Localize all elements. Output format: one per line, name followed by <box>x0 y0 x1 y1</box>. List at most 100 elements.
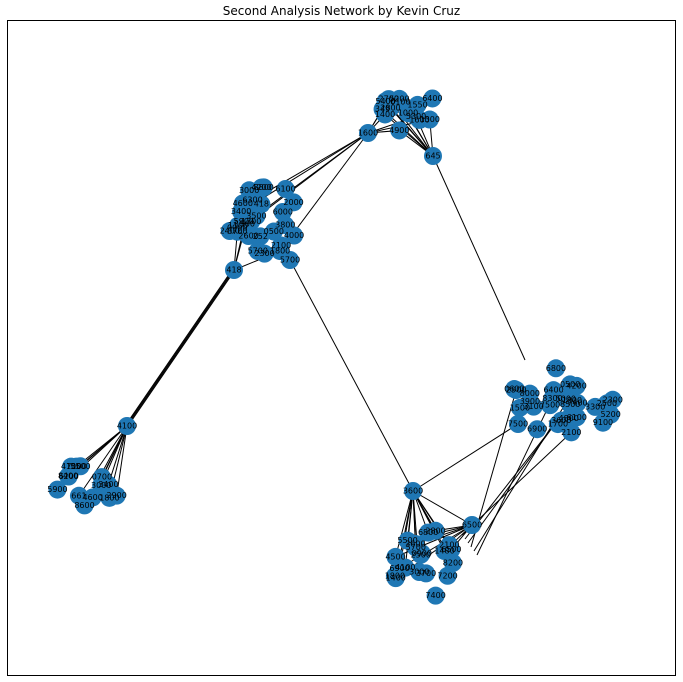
node-hub-1600 <box>359 124 377 142</box>
node-label: 2800 <box>380 104 400 113</box>
edge-4100-cluster-c <box>78 425 128 497</box>
node-label: 3400 <box>98 480 118 489</box>
node-label: 3000 <box>91 481 111 490</box>
node-cluster-e <box>438 566 457 585</box>
node-label: 7400 <box>425 591 445 600</box>
node-label: 4500 <box>385 552 405 561</box>
node-cluster-d <box>561 375 580 394</box>
node-label: 6400 <box>543 386 563 395</box>
node-label: 6800 <box>418 528 438 537</box>
edge-cluster-e-cluster-d <box>461 431 572 536</box>
node-cluster-b <box>248 242 267 261</box>
node-label: 1800 <box>385 572 405 581</box>
node-label: 5700 <box>406 543 426 552</box>
node-hub-3600 <box>404 482 422 500</box>
node-label: 3600 <box>551 416 571 425</box>
node-label: 2100 <box>271 241 291 250</box>
node-label: 6100 <box>275 184 295 193</box>
node-label: 7400 <box>567 398 587 407</box>
node-cluster-b <box>252 178 271 197</box>
node-cluster-d <box>505 380 524 399</box>
node-label: 6300 <box>242 196 262 205</box>
node-label: 4600 <box>233 199 253 208</box>
edge-3600-cluster-e <box>404 490 414 568</box>
node-cluster-a <box>408 95 427 114</box>
node-label: 2900 <box>106 491 126 500</box>
node-cluster-d <box>520 384 539 403</box>
node-label: 2900 <box>506 385 526 394</box>
node-cluster-d <box>541 396 560 415</box>
node-label: 3100 <box>523 402 543 411</box>
node-hub-6500 <box>463 516 481 534</box>
node-label-hub: 6500 <box>462 521 482 530</box>
node-label: 8200 <box>443 558 463 567</box>
node-layer: 3495300140013002700490001002800520054001… <box>47 89 623 605</box>
node-cluster-c <box>62 457 81 476</box>
node-label: 2600 <box>238 232 258 241</box>
node-label: 2100 <box>439 541 459 550</box>
node-cluster-a <box>376 92 395 111</box>
node-label: 3000 <box>409 568 429 577</box>
node-label: 2800 <box>425 526 445 535</box>
node-label: 3300 <box>585 402 605 411</box>
node-cluster-b <box>272 236 291 255</box>
node-label: 4100 <box>61 462 81 471</box>
node-label-hub: 3600 <box>403 487 423 496</box>
node-label: 7200 <box>437 571 457 580</box>
node-label: 5700 <box>248 247 268 256</box>
node-label: 8400 <box>58 472 78 481</box>
edge-layer <box>57 98 578 579</box>
node-label: 5400 <box>375 97 395 106</box>
chart-title: Second Analysis Network by Kevin Cruz <box>222 4 461 18</box>
edge-3600-cluster-e <box>412 490 450 546</box>
node-hub-645 <box>424 147 442 165</box>
edge-645-cluster-a <box>384 114 434 157</box>
node-label: 2500 <box>411 550 431 559</box>
edge-3600-6500 <box>412 490 473 526</box>
node-label: 3800 <box>275 221 295 230</box>
node-label-hub: 5700 <box>280 256 300 265</box>
node-label: 5500 <box>70 462 90 471</box>
node-label: 1300 <box>420 115 440 124</box>
node-label: 1800 <box>562 396 582 405</box>
node-cluster-b <box>276 179 295 198</box>
node-label: 2500 <box>597 399 617 408</box>
node-label-hub: 418 <box>226 266 241 275</box>
node-label: 1800 <box>270 247 290 256</box>
node-cluster-d <box>567 408 586 427</box>
node-label: 1500 <box>510 403 530 412</box>
node-label: 4800 <box>559 414 579 423</box>
node-cluster-d <box>568 393 587 412</box>
node-label: 3000 <box>239 186 259 195</box>
node-label: 1000 <box>398 109 418 118</box>
node-label: 6400 <box>422 94 442 103</box>
node-cluster-d <box>593 413 612 432</box>
edge-418-4100 <box>125 269 234 427</box>
node-label: 2100 <box>561 428 581 437</box>
node-label: 5900 <box>47 485 67 494</box>
node-label: 1100 <box>228 221 248 230</box>
node-hub-418 <box>225 261 243 279</box>
node-label: 5200 <box>600 410 620 419</box>
node-label: 2000 <box>283 198 303 207</box>
edge-645-cluster-d <box>432 155 526 361</box>
node-label: 4900 <box>389 126 409 135</box>
node-label: 349 <box>375 105 390 114</box>
node-label: 0900 <box>412 549 432 558</box>
node-cluster-e <box>417 564 436 583</box>
node-label: 5000 <box>556 394 576 403</box>
edge-4100-cluster-c <box>116 425 128 496</box>
node-cluster-b <box>247 207 266 226</box>
node-label: 252 <box>253 232 268 241</box>
node-label: 9100 <box>593 418 613 427</box>
node-label: 6900 <box>389 564 409 573</box>
node-label: 8500 <box>560 400 580 409</box>
node-cluster-e <box>440 536 459 555</box>
edge-418-4100 <box>126 269 235 427</box>
node-label: 0100 <box>390 97 410 106</box>
node-label: 4100 <box>395 563 415 572</box>
node-cluster-e <box>385 567 404 586</box>
node-label: 8800 <box>254 183 274 192</box>
node-label: 0500 <box>560 380 580 389</box>
node-label: 3600 <box>405 539 425 548</box>
